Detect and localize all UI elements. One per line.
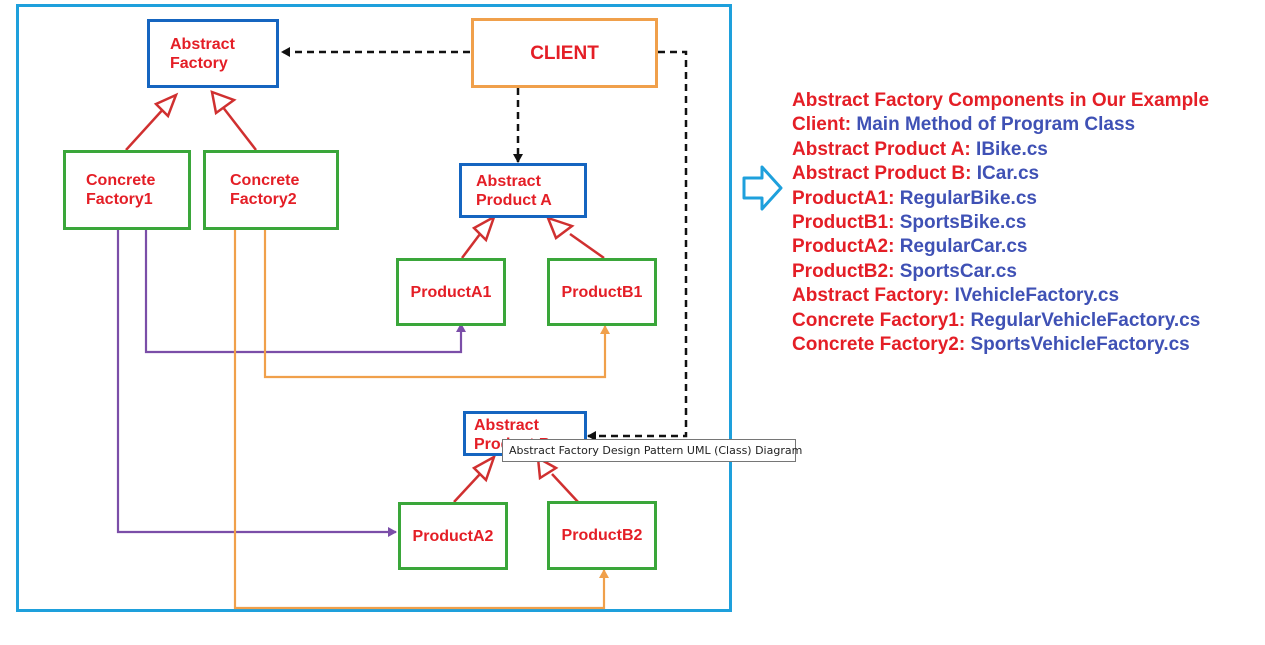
abstract-factory-label-line1: Abstract — [170, 35, 235, 53]
legend-item: Abstract Product B: ICar.cs — [792, 162, 1209, 186]
abstract-product-a-label-line1: Abstract — [476, 172, 541, 190]
legend-key: ProductB2: — [792, 260, 895, 282]
concrete-factory2-label-line2: Factory2 — [230, 191, 297, 208]
product-a1-label: ProductA1 — [410, 283, 492, 301]
legend-value: RegularCar.cs — [899, 236, 1028, 258]
legend-key: ProductB1: — [792, 212, 895, 234]
legend-value: IVehicleFactory.cs — [954, 285, 1120, 307]
legend-item: Concrete Factory1: RegularVehicleFactory… — [792, 309, 1209, 333]
creation-lines — [116, 230, 610, 610]
factory2-to-productB1 — [263, 230, 610, 379]
factory2-to-productB2 — [233, 230, 609, 610]
legend-key: Concrete Factory1: — [792, 309, 966, 331]
abstract-product-a-box: Abstract Product A — [459, 163, 587, 218]
inherit-triangle-icon — [153, 92, 179, 119]
concrete-factory1-box: Concrete Factory1 — [63, 150, 191, 230]
components-legend: Abstract Factory Components in Our Examp… — [792, 89, 1209, 357]
legend-item: ProductB1: SportsBike.cs — [792, 211, 1209, 235]
abstract-product-a-label-line2: Product A — [476, 191, 552, 209]
abstract-factory-label-line2: Factory — [170, 54, 228, 72]
abstract-product-b-label-line1: Abstract — [474, 417, 539, 434]
inheritance-lines — [125, 90, 605, 503]
product-b1-box: ProductB1 — [547, 258, 657, 326]
product-a1-box: ProductA1 — [396, 258, 506, 326]
legend-key: Client: — [792, 114, 852, 136]
product-b2-box: ProductB2 — [547, 501, 657, 570]
legend-value: RegularBike.cs — [899, 187, 1037, 209]
inherit-triangle-icon — [471, 454, 497, 483]
concrete-factory2-label-line1: Concrete — [230, 172, 300, 189]
legend-value: SportsBike.cs — [899, 212, 1027, 234]
client-box: CLIENT — [471, 18, 658, 88]
legend-title: Abstract Factory Components in Our Examp… — [792, 90, 1210, 111]
legend-item: Client: Main Method of Program Class — [792, 113, 1209, 137]
legend-key: Abstract Product A: — [792, 138, 971, 160]
legend-item: ProductB2: SportsCar.cs — [792, 260, 1209, 284]
concrete-factory1-label-line2: Factory1 — [86, 191, 153, 208]
legend-item: Concrete Factory2: SportsVehicleFactory.… — [792, 333, 1209, 357]
legend-key: Abstract Product B: — [792, 163, 972, 185]
legend-item: Abstract Product A: IBike.cs — [792, 138, 1209, 162]
client-label: CLIENT — [530, 42, 599, 64]
product-a2-label: ProductA2 — [412, 527, 494, 545]
inherit-triangle-icon — [536, 455, 559, 481]
concrete-factory2-box: Concrete Factory2 — [203, 150, 339, 230]
inherit-triangle-icon — [210, 90, 237, 116]
legend-value: SportsVehicleFactory.cs — [970, 334, 1190, 356]
client-dependencies — [281, 47, 688, 441]
legend-key: ProductA2: — [792, 236, 895, 258]
legend-item: ProductA2: RegularCar.cs — [792, 235, 1209, 259]
factory1-to-productA1 — [144, 230, 466, 354]
product-a2-box: ProductA2 — [398, 502, 508, 570]
legend-value: RegularVehicleFactory.cs — [970, 309, 1201, 331]
inherit-triangle-icon — [545, 215, 575, 240]
legend-value: ICar.cs — [976, 163, 1040, 185]
legend-key: ProductA1: — [792, 187, 895, 209]
factory1-to-productA2 — [116, 230, 397, 537]
client-to-abstract-product-b — [587, 50, 688, 441]
concrete-factory1-label-line1: Concrete — [86, 172, 156, 189]
abstract-factory-box: Abstract Factory — [147, 19, 279, 88]
legend-value: SportsCar.cs — [899, 260, 1017, 282]
legend-key: Abstract Factory: — [792, 285, 950, 307]
right-arrow-icon — [742, 165, 783, 211]
legend-value: Main Method of Program Class — [856, 114, 1136, 136]
image-tooltip: Abstract Factory Design Pattern UML (Cla… — [502, 439, 802, 462]
inherit-triangle-icon — [471, 214, 497, 243]
legend-item: ProductA1: RegularBike.cs — [792, 187, 1209, 211]
product-b1-label: ProductB1 — [561, 283, 643, 301]
legend-key: Concrete Factory2: — [792, 334, 966, 356]
legend-item: Abstract Factory: IVehicleFactory.cs — [792, 284, 1209, 308]
product-b2-label: ProductB2 — [561, 527, 643, 544]
legend-value: IBike.cs — [976, 138, 1048, 160]
